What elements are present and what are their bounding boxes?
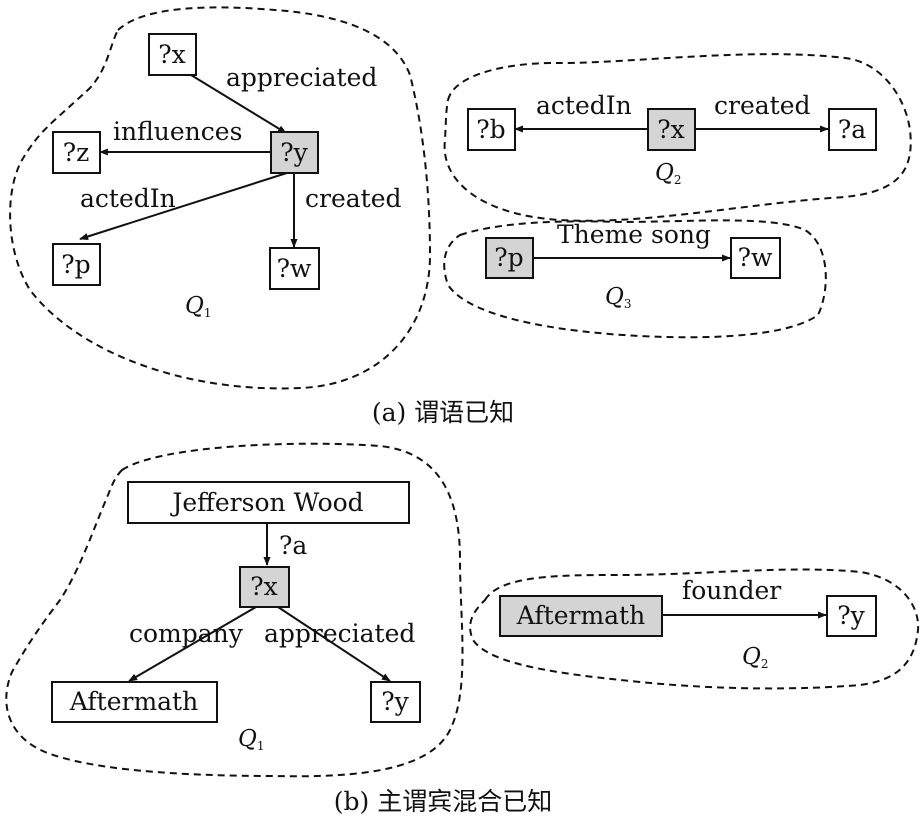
node-q3-p-label: ?p (494, 243, 523, 272)
node-q2-a-label: ?a (838, 115, 866, 144)
node-p-box (52, 243, 101, 286)
edge-theme-song-label: Theme song (557, 220, 711, 249)
edge-b-a-label: ?a (279, 531, 307, 560)
node-z-label: ?z (63, 138, 90, 167)
edge-influences-label: influences (113, 117, 242, 146)
node-b-y-label: ?y (381, 687, 409, 716)
node-q3-p-box (485, 237, 534, 279)
node-q3-w-box (730, 237, 781, 279)
node-w-label: ?w (277, 254, 312, 283)
edge-created-label: created (305, 184, 402, 213)
part-a-q2-group: ?b ?x ?a actedIn created Q2 (443, 53, 912, 222)
part-a-q1-group: ?x ?y ?z ?p ?w appreciated influences ac… (9, 6, 432, 390)
node-q2-x-box (647, 108, 696, 151)
edge-appreciated-line (190, 74, 287, 134)
node-p-label: ?p (61, 250, 90, 279)
node-q2-a-box (828, 108, 877, 151)
edge-actedIn-line (79, 171, 291, 240)
node-z-box (52, 131, 101, 174)
b-q2-name: Q2 (742, 644, 769, 671)
part-a: ?x ?y ?z ?p ?w appreciated influences ac… (9, 6, 912, 427)
edge-b-appreciated-label: appreciated (264, 619, 415, 648)
node-b-x-label: ?x (250, 572, 278, 601)
node-b-aftermath-label: Aftermath (69, 687, 198, 716)
part-b-caption: (b) 主谓宾混合已知 (334, 787, 552, 816)
node-b2-y-box (826, 595, 877, 637)
edge-appreciated-label: appreciated (226, 63, 377, 92)
node-b-y-box (370, 681, 421, 723)
edge-b-company-label: company (129, 619, 244, 648)
part-a-caption: (a) 谓语已知 (372, 398, 514, 427)
node-w-box (269, 247, 320, 290)
node-b2-y-label: ?y (837, 601, 865, 630)
edge-b-company-line (128, 606, 257, 682)
q3-name: Q3 (605, 284, 632, 311)
edge-actedIn-label: actedIn (80, 184, 176, 213)
part-b-q2-group: Aftermath ?y founder Q2 (469, 568, 920, 690)
part-a-q2-boundary (443, 53, 912, 222)
q2-name: Q2 (655, 160, 682, 187)
node-b-jefferson-label: Jefferson Wood (169, 488, 363, 517)
part-b-q1-boundary (5, 442, 464, 778)
b-q1-name: Q1 (238, 726, 265, 753)
q1-name: Q1 (185, 293, 212, 320)
edge-q2-created-label: created (714, 91, 811, 120)
node-q2-x-label: ?x (657, 115, 685, 144)
part-b-q2-boundary (469, 568, 920, 690)
part-a-q3-boundary (443, 219, 827, 339)
node-b-aftermath-box (51, 681, 218, 723)
edge-q2-actedIn-label: actedIn (536, 91, 632, 120)
edge-b-appreciated-line (277, 606, 391, 682)
part-a-q3-group: ?p ?w Theme song Q3 (443, 219, 827, 339)
node-q2-b-label: ?b (476, 115, 505, 144)
node-b-jefferson-box (127, 481, 410, 524)
node-q2-b-box (467, 108, 516, 151)
node-b2-aftermath-box (499, 595, 663, 637)
node-q3-w-label: ?w (738, 243, 773, 272)
part-b-q1-group: Jefferson Wood ?x Aftermath ?y ?a compan… (5, 442, 464, 778)
node-b-x-box (239, 566, 290, 608)
node-x-label: ?x (158, 40, 186, 69)
node-b2-aftermath-label: Aftermath (516, 601, 645, 630)
node-y-label: ?y (280, 138, 308, 167)
node-y-box (270, 131, 319, 174)
node-x-box (148, 33, 197, 76)
edge-b-founder-label: founder (682, 576, 781, 605)
part-b: Jefferson Wood ?x Aftermath ?y ?a compan… (5, 442, 920, 816)
